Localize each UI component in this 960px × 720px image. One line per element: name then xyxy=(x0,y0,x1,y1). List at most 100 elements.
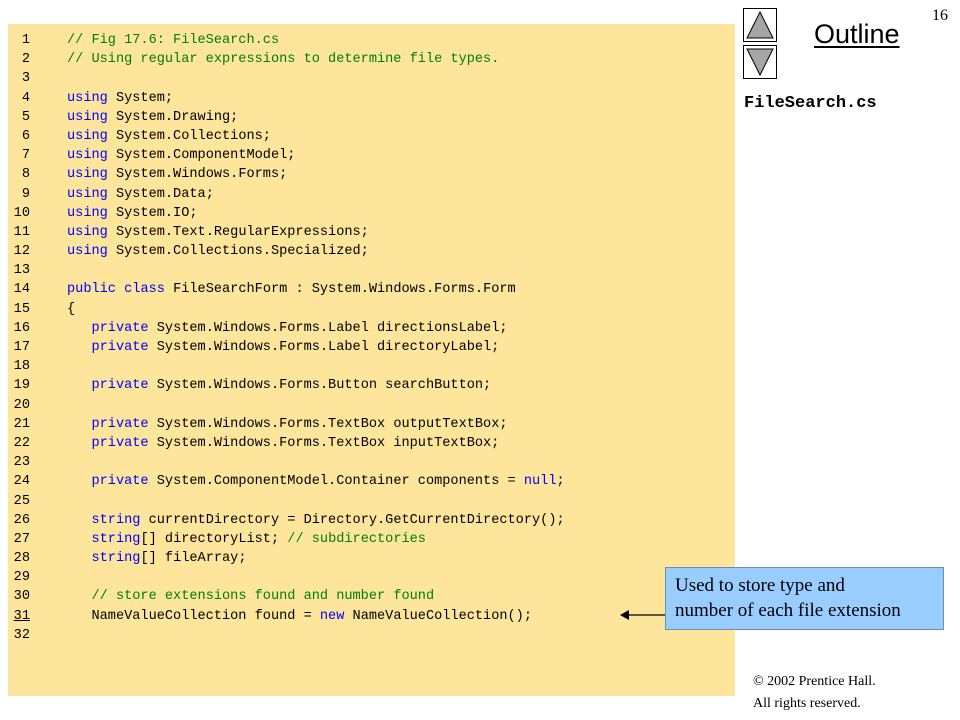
code-token: [] directoryList; xyxy=(140,531,288,547)
code-token: System.Windows.Forms.Label directionsLab… xyxy=(148,320,508,336)
code-text: private System.Windows.Forms.Label direc… xyxy=(67,338,499,357)
line-number: 1 xyxy=(21,33,30,48)
code-token: string xyxy=(91,512,141,528)
code-text: using System.ComponentModel; xyxy=(67,146,295,165)
code-token: private xyxy=(91,474,149,490)
code-text: public class FileSearchForm : System.Win… xyxy=(67,280,516,299)
code-token: System.Text.RegularExpressions; xyxy=(107,224,369,240)
previous-slide-button[interactable] xyxy=(743,8,777,42)
code-token: private xyxy=(91,416,149,432)
code-line: 15 { xyxy=(8,300,735,319)
copyright-notice: © 2002 Prentice Hall. All rights reserve… xyxy=(753,671,876,715)
code-token: currentDirectory = Directory.GetCurrentD… xyxy=(140,512,565,528)
code-token: using xyxy=(67,128,108,144)
file-name-label: FileSearch.cs xyxy=(744,94,877,113)
line-number: 20 xyxy=(13,397,30,413)
code-text: using System.Collections.Specialized; xyxy=(67,242,369,261)
line-number: 23 xyxy=(13,455,30,471)
code-text: string[] fileArray; xyxy=(67,549,247,568)
code-line: 21 private System.Windows.Forms.TextBox … xyxy=(8,415,735,434)
line-number: 22 xyxy=(13,435,30,451)
code-token: System.Windows.Forms.Button searchButton… xyxy=(148,378,492,394)
code-token: System.ComponentModel; xyxy=(107,148,296,164)
code-line: 9 using System.Data; xyxy=(8,185,735,204)
page-number: 16 xyxy=(932,7,948,24)
line-number: 12 xyxy=(13,244,30,260)
line-number: 21 xyxy=(13,416,30,432)
code-text: private System.Windows.Forms.Button sear… xyxy=(67,376,491,395)
code-token: using xyxy=(67,90,108,106)
line-number: 11 xyxy=(13,224,30,240)
callout-line-2: number of each file extension xyxy=(675,600,901,621)
line-number: 15 xyxy=(13,301,30,317)
line-number: 8 xyxy=(21,167,30,183)
outline-link[interactable]: Outline xyxy=(814,19,900,49)
callout-note: Used to store type and number of each fi… xyxy=(665,567,944,630)
code-token: System.Windows.Forms.Label directoryLabe… xyxy=(148,340,500,355)
code-token: { xyxy=(67,301,76,317)
code-token: null xyxy=(523,474,557,490)
line-number: 6 xyxy=(21,128,30,144)
code-token: System.Windows.Forms.TextBox inputTextBo… xyxy=(148,435,500,451)
code-line: 2 // Using regular expressions to determi… xyxy=(8,50,735,69)
code-token: using xyxy=(67,186,108,202)
code-token xyxy=(67,474,91,489)
line-number: 29 xyxy=(13,570,30,586)
code-token: NameValueCollection(); xyxy=(344,608,532,624)
code-token: private xyxy=(91,320,149,336)
code-token: using xyxy=(67,224,108,240)
code-text: // store extensions found and number fou… xyxy=(67,587,434,606)
line-number: 30 xyxy=(13,589,30,605)
code-line: 23 xyxy=(8,453,735,472)
next-slide-button[interactable] xyxy=(743,45,777,79)
callout-line-1: Used to store type and xyxy=(675,575,845,596)
code-line: 26 string currentDirectory = Directory.G… xyxy=(8,511,735,530)
line-number: 4 xyxy=(21,90,30,106)
code-token: // Using regular expressions to determin… xyxy=(67,52,500,68)
code-text: { xyxy=(67,300,75,319)
code-line: 19 private System.Windows.Forms.Button s… xyxy=(8,376,735,395)
line-number: 2 xyxy=(21,52,30,68)
code-line: 24 private System.ComponentModel.Contain… xyxy=(8,472,735,491)
code-line: 30 // store extensions found and number … xyxy=(8,587,735,606)
up-arrow-icon xyxy=(746,10,774,39)
code-token: new xyxy=(319,608,345,624)
code-token: private xyxy=(91,435,149,451)
code-token: [] fileArray; xyxy=(140,551,247,567)
code-token: System.Windows.Forms.TextBox outputTextB… xyxy=(148,416,508,432)
code-token: ; xyxy=(556,474,565,490)
code-token: private xyxy=(91,378,149,394)
code-line: 20 xyxy=(8,396,735,415)
line-number: 9 xyxy=(21,186,30,202)
code-line: 1// Fig 17.6: FileSearch.cs xyxy=(8,31,735,50)
code-text: private System.ComponentModel.Container … xyxy=(67,472,565,491)
code-text: private System.Windows.Forms.TextBox inp… xyxy=(67,434,499,453)
code-line: 7 using System.ComponentModel; xyxy=(8,146,735,165)
code-text: using System.Data; xyxy=(67,185,214,204)
code-listing-panel: 1// Fig 17.6: FileSearch.cs 2 // Using reg… xyxy=(8,24,735,696)
code-line: 25 xyxy=(8,492,735,511)
code-token: System.Drawing; xyxy=(107,109,239,125)
line-number: 17 xyxy=(13,340,30,355)
copyright-line-1: © 2002 Prentice Hall. xyxy=(753,674,876,689)
line-number: 27 xyxy=(13,531,30,547)
code-token: System.ComponentModel.Container componen… xyxy=(148,474,524,490)
code-line: 22 private System.Windows.Forms.TextBox … xyxy=(8,434,735,453)
line-number: 18 xyxy=(13,359,30,375)
code-line: 8 using System.Windows.Forms; xyxy=(8,165,735,184)
code-text: using System.Windows.Forms; xyxy=(67,165,287,184)
code-token: NameValueCollection found = xyxy=(67,608,320,624)
code-line: 17 private System.Windows.Forms.Label di… xyxy=(8,338,735,357)
code-text: using System.IO; xyxy=(67,204,198,223)
code-token: using xyxy=(67,148,108,164)
down-arrow-icon xyxy=(746,48,774,77)
code-line: 11 using System.Text.RegularExpressions; xyxy=(8,223,735,242)
line-number: 3 xyxy=(21,71,30,87)
code-token: private xyxy=(91,340,149,355)
code-line: 31 NameValueCollection found = new NameV… xyxy=(8,607,735,626)
line-number: 7 xyxy=(21,148,30,164)
line-number: 31 xyxy=(13,608,30,624)
line-number: 25 xyxy=(13,493,30,509)
